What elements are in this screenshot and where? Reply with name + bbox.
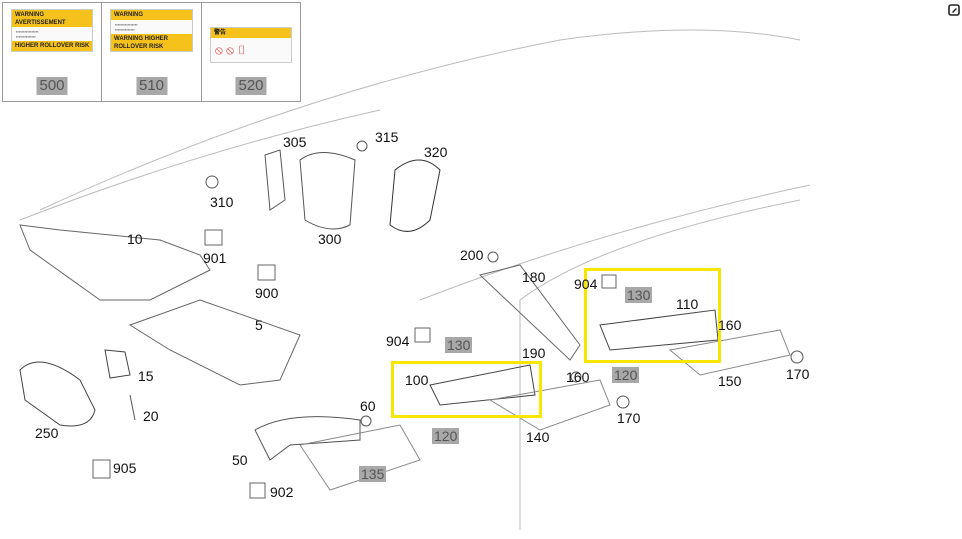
callout-120: 120 — [612, 367, 640, 383]
sticker-panel-510: WARNING ▪▪▪▪▪▪▪▪▪▪▪▪▪▪▪▪▪▪▪▪▪▪▪▪▪▪▪▪▪▪ WAR… — [101, 2, 202, 102]
part-code: 510 — [135, 77, 168, 95]
callout-130: 130 — [625, 287, 653, 303]
sticker-fine-print: ▪▪▪▪▪▪▪▪▪▪▪▪▪▪▪▪▪▪▪▪▪▪▪▪▪▪▪▪▪▪ — [16, 29, 39, 39]
warning-label-image: WARNING AVERTISSEMENT ▪▪▪▪▪▪▪▪▪▪▪▪▪▪▪▪▪▪▪… — [11, 9, 93, 52]
callout-150: 150 — [718, 373, 742, 389]
callout-901: 901 — [203, 250, 227, 266]
callout-170: 170 — [786, 366, 810, 382]
callout-120: 120 — [432, 428, 460, 444]
sticker-panel-500: WARNING AVERTISSEMENT ▪▪▪▪▪▪▪▪▪▪▪▪▪▪▪▪▪▪▪… — [2, 2, 102, 102]
callout-905: 905 — [113, 460, 137, 476]
callout-904: 904 — [574, 276, 598, 292]
sticker-heading: WARNING — [111, 10, 192, 20]
callout-135: 135 — [359, 466, 387, 482]
callout-305: 305 — [283, 134, 307, 150]
callout-300: 300 — [318, 231, 342, 247]
callout-900: 900 — [255, 285, 279, 301]
sticker-subheading: HIGHER ROLLOVER RISK — [12, 41, 92, 51]
sticker-heading: WARNING AVERTISSEMENT — [12, 10, 92, 27]
callout-160: 160 — [566, 369, 590, 385]
callout-190: 190 — [522, 345, 546, 361]
callout-110: 110 — [676, 296, 699, 312]
callout-5: 5 — [255, 317, 263, 333]
callout-902: 902 — [270, 484, 294, 500]
callout-904: 904 — [386, 333, 410, 349]
callout-100: 100 — [405, 372, 429, 388]
callout-170: 170 — [617, 410, 641, 426]
callout-10: 10 — [127, 231, 143, 247]
highlight-box-110 — [584, 268, 721, 363]
callout-160: 160 — [718, 317, 742, 333]
highlight-box-100 — [391, 361, 542, 418]
sticker-panel-520: 警告 ⦸ ⦸ ▯ 520 — [201, 2, 301, 102]
edit-icon[interactable] — [948, 4, 960, 16]
sticker-subheading: WARNING HIGHER ROLLOVER RISK — [111, 34, 192, 51]
callout-250: 250 — [35, 425, 59, 441]
callout-320: 320 — [424, 144, 448, 160]
callout-15: 15 — [138, 368, 154, 384]
part-code: 520 — [235, 77, 267, 95]
callout-200: 200 — [460, 247, 484, 263]
callout-140: 140 — [526, 429, 550, 445]
sticker-heading: 警告 — [211, 28, 291, 38]
callout-50: 50 — [232, 452, 248, 468]
prohibition-icons: ⦸ ⦸ ▯ — [215, 43, 247, 57]
part-code: 500 — [36, 77, 68, 95]
callout-310: 310 — [210, 194, 234, 210]
callout-315: 315 — [375, 129, 399, 145]
warning-label-image: 警告 ⦸ ⦸ ▯ — [210, 27, 292, 63]
callout-20: 20 — [143, 408, 159, 424]
callout-180: 180 — [522, 269, 546, 285]
sticker-fine-print: ▪▪▪▪▪▪▪▪▪▪▪▪▪▪▪▪▪▪▪▪▪▪▪▪▪▪▪▪▪▪ — [115, 22, 138, 32]
callout-60: 60 — [360, 398, 376, 414]
warning-label-image: WARNING ▪▪▪▪▪▪▪▪▪▪▪▪▪▪▪▪▪▪▪▪▪▪▪▪▪▪▪▪▪▪ WAR… — [110, 9, 193, 52]
callout-130: 130 — [445, 337, 473, 353]
